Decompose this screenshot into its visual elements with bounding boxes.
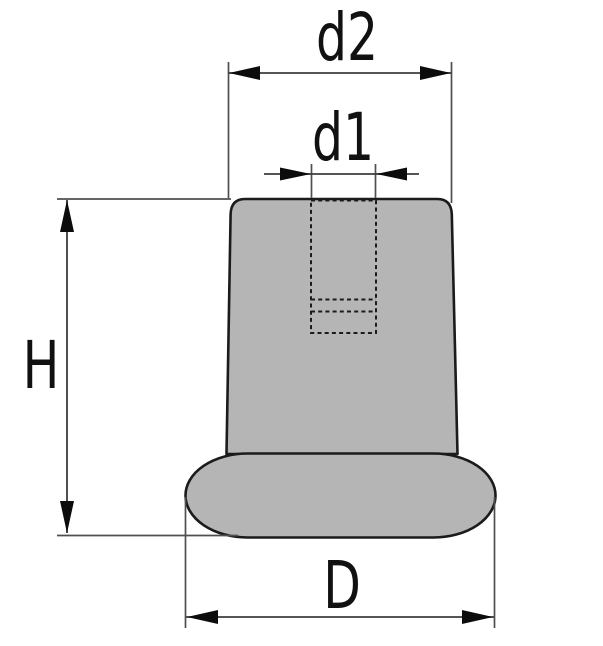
d1-arrowhead-left	[280, 167, 311, 181]
d2-arrowhead-left	[229, 66, 260, 80]
h-arrowhead-top	[60, 200, 74, 232]
d-dimension-label: D	[323, 547, 361, 624]
d1-dimension-label: d1	[312, 99, 374, 176]
part-base-outline	[184, 452, 497, 539]
h-arrowhead-bottom	[60, 501, 74, 533]
hole-hidden-outline	[310, 199, 377, 334]
d-arrowhead-left	[187, 610, 218, 624]
h-dimension-label: H	[23, 327, 60, 404]
d1-arrowhead-right	[376, 167, 407, 181]
d-arrowhead-right	[462, 610, 493, 624]
d2-arrowhead-right	[420, 66, 451, 80]
d2-dimension-label: d2	[316, 0, 378, 76]
part-body-outline	[225, 197, 459, 456]
